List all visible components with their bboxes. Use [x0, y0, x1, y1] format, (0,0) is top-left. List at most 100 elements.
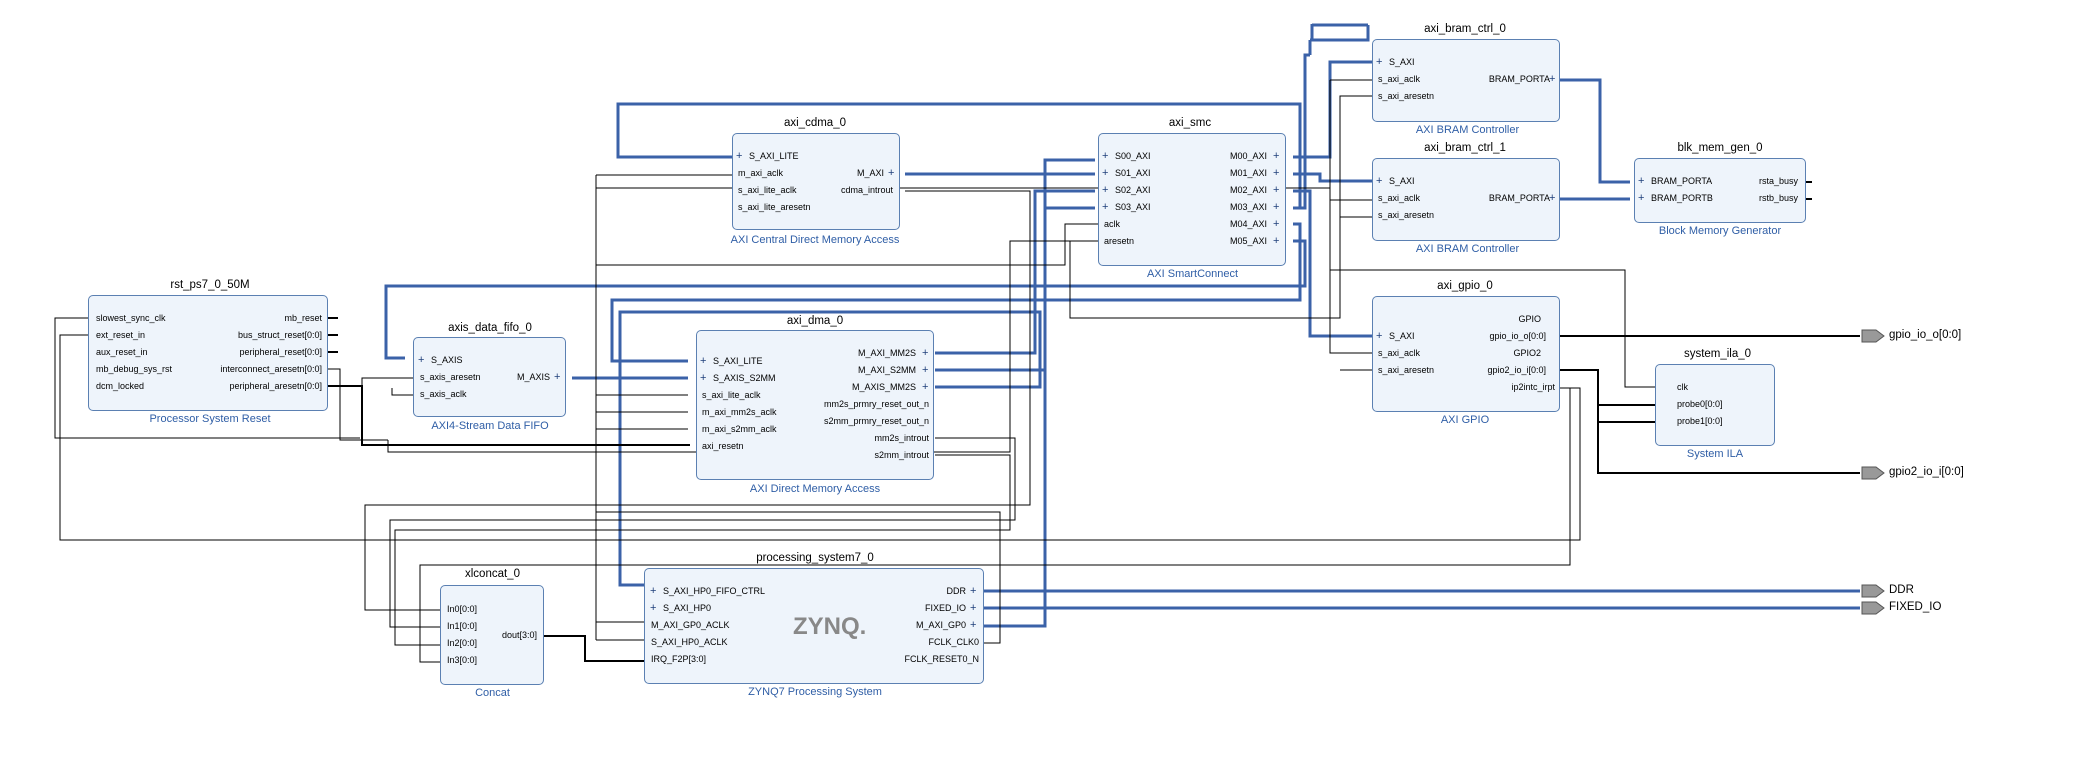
- bus-gp0-smc: [983, 158, 1095, 628]
- gpio-block[interactable]: [1372, 296, 1560, 412]
- smc-m-plus-icon-2: +: [1273, 184, 1280, 196]
- dma-block[interactable]: [696, 330, 934, 480]
- bus-smc-dma-lite: [610, 222, 1302, 363]
- dma-pin-out-1: M_AXI_S2MM: [857, 365, 916, 375]
- bram1-block[interactable]: [1372, 158, 1560, 241]
- cdma-block-title: axi_cdma_0: [783, 117, 846, 129]
- blkmem-block[interactable]: [1634, 158, 1806, 223]
- rst-pin-out-3: interconnect_aresetn[0:0]: [220, 364, 322, 374]
- fifo-block-type: AXI4-Stream Data FIFO: [431, 420, 549, 432]
- smc-pin-out-5: M05_AXI: [1229, 236, 1267, 246]
- smc-pin-in-0: S00_AXI: [1115, 151, 1151, 161]
- blkmem-pin-out-0: rsta_busy: [1758, 176, 1798, 186]
- bram0-pin-in-2: s_axi_aresetn: [1378, 91, 1435, 101]
- gpio-pin-in-2: s_axi_aresetn: [1378, 365, 1435, 375]
- ext-port-gpio2-io-i[interactable]: gpio2_io_i[0:0]: [1889, 466, 1964, 478]
- cdma-lite-plus-icon: +: [736, 150, 743, 162]
- rst-pin-in-0: slowest_sync_clk: [96, 313, 166, 323]
- ps7-pin-in-2: M_AXI_GP0_ACLK: [651, 620, 730, 630]
- bus-connections: [384, 23, 1860, 628]
- rst-block[interactable]: [88, 295, 328, 411]
- blkmem-pin-out-1: rstb_busy: [1758, 193, 1798, 203]
- cdma-pin-in-0: S_AXI_LITE: [749, 151, 799, 161]
- ps7-block[interactable]: [644, 568, 984, 684]
- smc-m-plus-icon-1: +: [1273, 167, 1280, 179]
- dma-pin-in-1: S_AXIS_S2MM: [713, 373, 776, 383]
- smc-m-plus-icon-0: +: [1273, 150, 1280, 162]
- smc-block-title: axi_smc: [1168, 117, 1212, 129]
- bram1-pin-in-2: s_axi_aresetn: [1378, 210, 1435, 220]
- ps7-pin-in-0: S_AXI_HP0_FIFO_CTRL: [663, 586, 766, 596]
- cdma-pin-in-3: s_axi_lite_aresetn: [738, 202, 811, 212]
- smc-m-plus-icon-4: +: [1273, 218, 1280, 230]
- ps7-pin-out-0: DDR: [946, 586, 967, 596]
- bus-smc-fifo: [384, 239, 1307, 360]
- gpio-pin-in-0: S_AXI: [1389, 331, 1415, 341]
- dma-out-plus-icon-2: +: [922, 381, 929, 393]
- ila-pin-in-0: clk: [1677, 382, 1688, 392]
- ext-port-fixed-io[interactable]: FIXED_IO: [1889, 601, 1942, 613]
- cdma-block-type: AXI Central Direct Memory Access: [730, 234, 900, 246]
- gpio-pin-out-3: gpio2_io_i[0:0]: [1487, 365, 1546, 375]
- fifo-m-axis-plus-icon: +: [554, 371, 561, 383]
- bram1-block-title: axi_bram_ctrl_1: [1424, 142, 1506, 154]
- gpio-pin-out-4: ip2intc_irpt: [1511, 382, 1555, 392]
- dma-s2mm-plus-icon: +: [700, 372, 707, 384]
- ps7-hp0-plus-icon: +: [650, 602, 657, 614]
- fifo-s-axis-plus-icon: +: [418, 354, 425, 366]
- rst-pin-out-1: bus_struct_reset[0:0]: [237, 330, 322, 340]
- ext-port-ddr[interactable]: DDR: [1889, 584, 1914, 596]
- ila-block[interactable]: [1655, 364, 1775, 446]
- rst-pin-out-2: peripheral_reset[0:0]: [239, 347, 322, 357]
- dma-pin-in-0: S_AXI_LITE: [713, 356, 763, 366]
- bus-bram0-blkmem: [1555, 78, 1630, 184]
- gpio-pin-out-1: gpio_io_o[0:0]: [1489, 331, 1546, 341]
- cdma-block[interactable]: [732, 133, 900, 230]
- cdma-m-axi-plus-icon: +: [888, 167, 895, 179]
- cdma-pin-out-1: cdma_introut: [840, 185, 893, 195]
- zynq-logo: ZYNQ.: [793, 613, 867, 640]
- concat-block[interactable]: [440, 585, 544, 685]
- blkmem-portb-plus-icon: +: [1638, 192, 1645, 204]
- concat-block-title: xlconcat_0: [465, 568, 520, 580]
- fifo-pin-in-0: S_AXIS: [431, 355, 463, 365]
- smc-pin-out-3: M03_AXI: [1229, 202, 1267, 212]
- smc-s03-plus-icon: +: [1102, 201, 1109, 213]
- cdma-pin-out-0: M_AXI: [856, 168, 884, 178]
- bus-dma-s2mm: [935, 206, 1095, 372]
- gpio-block-type: AXI GPIO: [1440, 414, 1490, 426]
- bram0-block-type: AXI BRAM Controller: [1415, 124, 1520, 136]
- dma-pin-in-3: m_axi_mm2s_aclk: [702, 407, 777, 417]
- ps7-pin-in-1: S_AXI_HP0: [663, 603, 712, 613]
- ps7-pin-in-4: IRQ_F2P[3:0]: [651, 654, 707, 664]
- concat-pin-in-3: In3[0:0]: [447, 655, 478, 665]
- smc-pin-out-1: M01_AXI: [1229, 168, 1267, 178]
- blkmem-pin-in-1: BRAM_PORTB: [1651, 193, 1713, 203]
- dma-out-plus-icon-0: +: [922, 347, 929, 359]
- rst-block-type: Processor System Reset: [149, 413, 271, 425]
- fifo-block[interactable]: [413, 337, 566, 417]
- ps7-out-plus-icon-0: +: [970, 585, 977, 597]
- smc-pin-in-5: aresetn: [1104, 236, 1135, 246]
- rst-block-title: rst_ps7_0_50M: [170, 279, 250, 291]
- bram0-block[interactable]: [1372, 39, 1560, 122]
- gpio-pin-out-0: GPIO: [1518, 314, 1541, 324]
- blkmem-porta-plus-icon: +: [1638, 175, 1645, 187]
- bram1-porta-plus-icon: +: [1549, 192, 1556, 204]
- rst-pin-in-1: ext_reset_in: [96, 330, 146, 340]
- bram0-pin-in-0: S_AXI: [1389, 57, 1415, 67]
- concat-pin-in-2: In2[0:0]: [447, 638, 478, 648]
- smc-block[interactable]: [1098, 133, 1286, 266]
- bram1-s-axi-plus-icon: +: [1376, 175, 1383, 187]
- bus-dma-mm2s: [935, 189, 1095, 355]
- bram1-pin-in-0: S_AXI: [1389, 176, 1415, 186]
- rst-pin-out-4: peripheral_aresetn[0:0]: [229, 381, 322, 391]
- external-port-arrows: [1861, 329, 1885, 615]
- concat-pin-in-0: In0[0:0]: [447, 604, 478, 614]
- fifo-pin-in-1: s_axis_aresetn: [420, 372, 481, 382]
- concat-pin-in-1: In1[0:0]: [447, 621, 478, 631]
- cdma-pin-in-1: m_axi_aclk: [738, 168, 784, 178]
- ext-port-gpio-io-o[interactable]: gpio_io_o[0:0]: [1889, 329, 1962, 341]
- smc-m-plus-icon-5: +: [1273, 235, 1280, 247]
